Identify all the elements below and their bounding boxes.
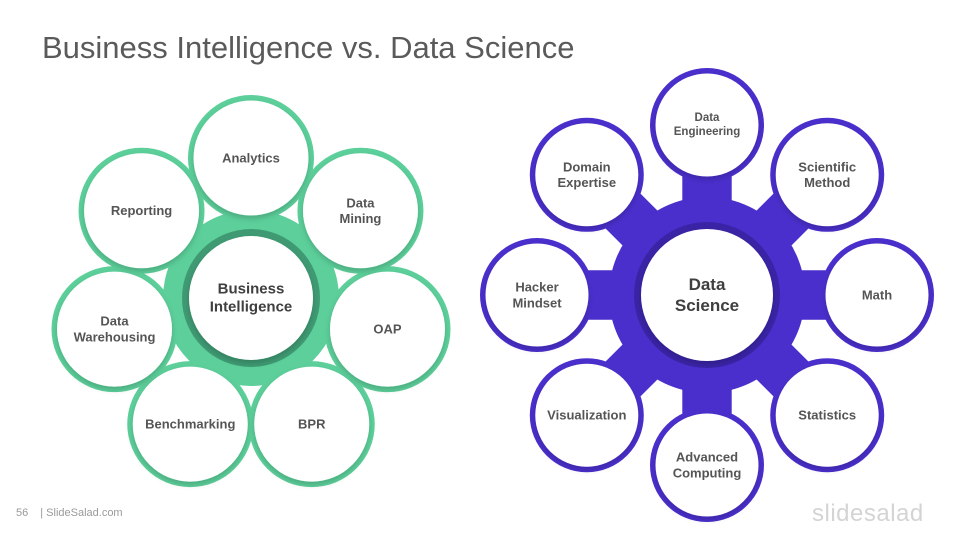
- bi-node-bpr: [254, 366, 370, 482]
- ds-node-data-engineering-label: Engineering: [674, 126, 740, 138]
- ds-node-math: [825, 243, 929, 347]
- ds-node-data-engineering-label: Data: [695, 112, 721, 124]
- bi-node-data-warehousing-label: Warehousing: [74, 330, 156, 345]
- ds-node-domain-expertise: [535, 123, 639, 227]
- bi-node-data-mining-label: Mining: [340, 211, 382, 226]
- bi-node-benchmarking-label: Benchmarking: [145, 417, 235, 432]
- slidesalad-logo: slidesalad: [812, 500, 924, 527]
- ds-node-visualization: [535, 363, 639, 467]
- bi-node-oap-label: OAP: [373, 322, 402, 337]
- ds-center-label: Science: [675, 296, 739, 315]
- ds-node-domain-expertise-label: Expertise: [558, 175, 617, 190]
- bi-node-analytics-label: Analytics: [222, 151, 280, 166]
- ds-node-statistics: [775, 363, 879, 467]
- bi-node-data-mining-label: Data: [346, 195, 375, 210]
- bi-center-label: Intelligence: [210, 299, 293, 316]
- bi-center-label: Business: [218, 280, 285, 297]
- ds-node-advanced-computing: [655, 413, 759, 517]
- ds-center-circle: [641, 229, 773, 361]
- ds-center-label: Data: [689, 275, 726, 294]
- bi-node-reporting-label: Reporting: [111, 203, 172, 218]
- bi-node-oap: [329, 271, 445, 387]
- ds-node-scientific-method-label: Method: [804, 175, 850, 190]
- ds-node-scientific-method-label: Scientific: [798, 159, 856, 174]
- footer: 56 | SlideSalad.com: [16, 507, 123, 519]
- ds-node-hacker-mindset: [485, 243, 589, 347]
- ds-node-hacker-mindset-label: Hacker: [515, 280, 558, 295]
- ds-node-scientific-method: [775, 123, 879, 227]
- ds-node-math-label: Math: [862, 288, 892, 303]
- bi-node-data-mining: [302, 153, 418, 269]
- business-intelligence-cluster: AnalyticsDataMiningOAPBPRBenchmarkingDat…: [51, 95, 451, 488]
- bi-node-benchmarking: [132, 366, 248, 482]
- bi-node-bpr-label: BPR: [298, 417, 326, 432]
- ds-node-domain-expertise-label: Domain: [563, 159, 611, 174]
- slide-title: Business Intelligence vs. Data Science: [42, 30, 575, 65]
- ds-node-data-engineering: [655, 73, 759, 177]
- data-science-cluster: DataEngineeringScientificMethodMathStati…: [480, 68, 934, 522]
- ds-node-advanced-computing-label: Advanced: [676, 450, 738, 465]
- ds-node-visualization-label: Visualization: [547, 408, 626, 423]
- bi-node-reporting: [84, 153, 200, 269]
- bi-node-data-warehousing: [57, 271, 173, 387]
- bi-node-data-warehousing-label: Data: [100, 314, 129, 329]
- bi-center-circle: [189, 236, 313, 360]
- page-number: 56: [16, 507, 29, 519]
- ds-node-hacker-mindset-label: Mindset: [512, 295, 562, 310]
- ds-node-statistics-label: Statistics: [798, 408, 856, 423]
- bi-node-analytics: [193, 100, 309, 216]
- footer-site: | SlideSalad.com: [40, 507, 123, 519]
- ds-node-advanced-computing-label: Computing: [673, 465, 742, 480]
